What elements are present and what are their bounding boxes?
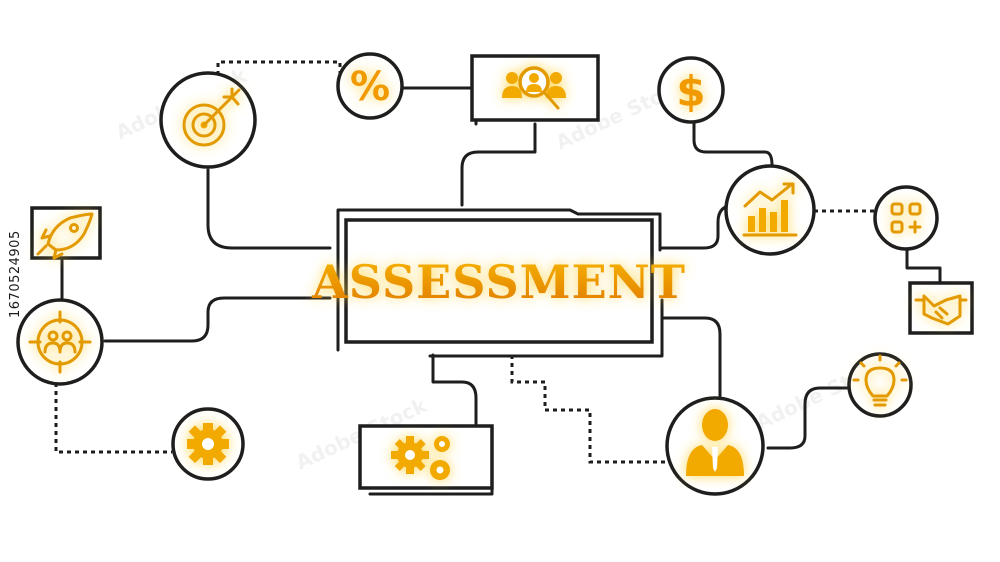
gears-node [358,424,494,496]
businessman-node [665,396,765,496]
percent-node: % [336,52,404,120]
dollar-node: $ [657,56,725,124]
handshake-node [908,281,974,335]
target-arrow-icon [182,87,241,147]
lightbulb-icon [852,354,908,407]
stock-id: 1670524905 [8,230,23,318]
apps-node [873,185,939,251]
handshake-icon [914,294,968,326]
central-label: ASSESSMENT [311,255,686,309]
lightbulb-node [847,352,913,418]
percent-icon: % [350,64,390,110]
team-target-node [16,298,104,386]
gears-icon [391,436,450,480]
target-node [159,71,257,169]
apps-plus-icon [890,202,922,234]
businessman-icon [686,409,744,476]
gear-node [171,407,245,481]
rocket-icon [36,212,94,260]
rocket-node [30,206,102,260]
central-assessment-box: ASSESSMENT [311,208,686,358]
team-target-icon [28,310,92,374]
dollar-icon: $ [676,67,705,116]
growth-chart-icon [742,182,798,237]
people-search-icon [502,66,566,110]
people-search-node [470,54,600,126]
gear-icon [187,423,229,465]
growth-chart-node [724,164,816,256]
connector-lines [54,60,942,464]
